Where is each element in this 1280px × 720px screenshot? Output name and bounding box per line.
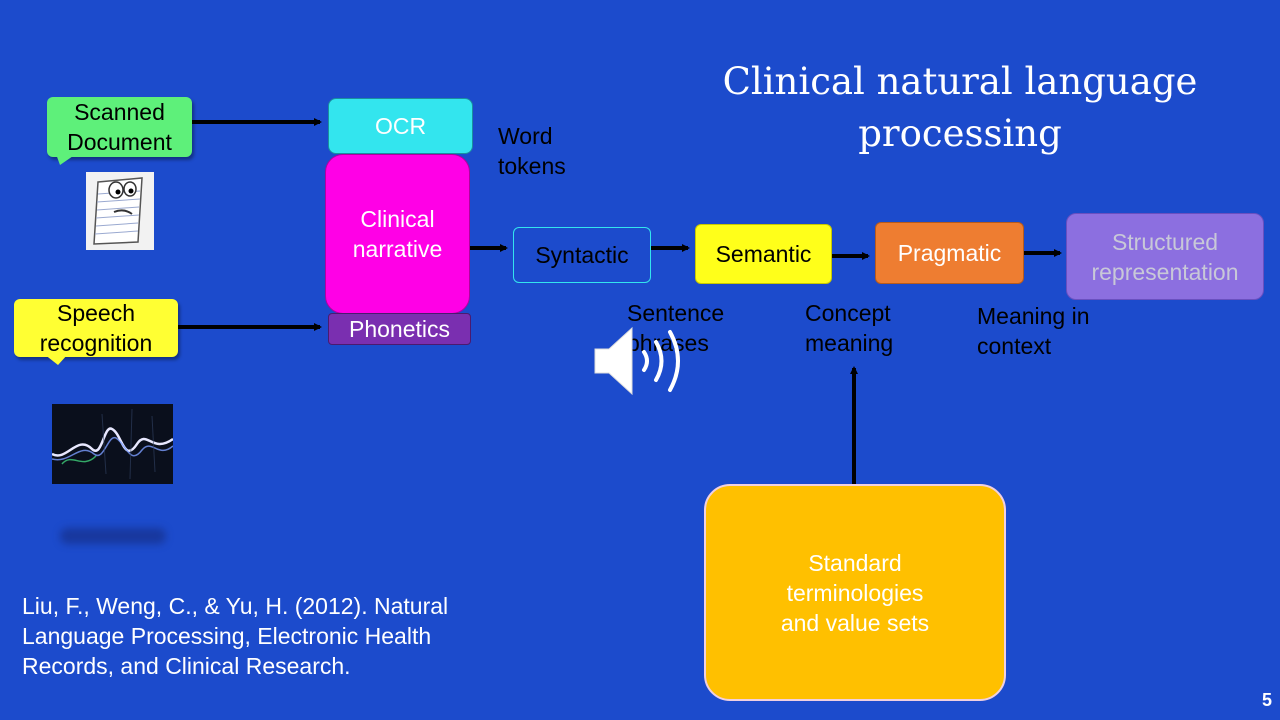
- structured-representation-box: Structured representation: [1066, 213, 1264, 300]
- speaker-icon[interactable]: [592, 324, 688, 398]
- scanned-document-callout: Scanned Document: [47, 97, 192, 157]
- concept-meaning-label: Concept meaning: [805, 300, 894, 356]
- speech-callout-pointer: [44, 354, 68, 365]
- phonetics-label: Phonetics: [348, 316, 450, 342]
- sentence-phrases-label: Sentence phrases: [627, 300, 725, 356]
- syntactic-label: Syntactic: [535, 242, 629, 268]
- standard-terminologies-label: Standard terminologies and value sets: [780, 549, 930, 636]
- sound-wave-image: [52, 404, 173, 484]
- phonetics-box: Phonetics: [328, 313, 471, 345]
- speech-recognition-callout: Speech recognition: [14, 299, 178, 357]
- scanned-document-label: Scanned Document: [67, 99, 172, 155]
- ocr-label: OCR: [374, 113, 427, 139]
- clinical-narrative-box: Clinical narrative: [325, 154, 470, 314]
- standard-terminologies-box: Standard terminologies and value sets: [704, 484, 1006, 701]
- clinical-narrative-label: Clinical narrative: [352, 206, 443, 262]
- speech-recognition-label: Speech recognition: [39, 300, 153, 356]
- pragmatic-label: Pragmatic: [897, 240, 1002, 266]
- semantic-box: Semantic: [695, 224, 832, 284]
- pragmatic-box: Pragmatic: [875, 222, 1024, 284]
- word-tokens-label: Word tokens: [498, 123, 566, 179]
- syntactic-box: Syntactic: [513, 227, 651, 283]
- structured-representation-label: Structured representation: [1091, 228, 1239, 285]
- semantic-label: Semantic: [715, 241, 812, 267]
- citation-text: Liu, F., Weng, C., & Yu, H. (2012). Natu…: [22, 593, 449, 679]
- ocr-box: OCR: [328, 98, 473, 154]
- scanned-callout-pointer: [56, 154, 76, 165]
- cartoon-document-icon: [86, 172, 154, 250]
- meaning-in-context-label: Meaning in context: [977, 303, 1090, 359]
- blurred-caption-shadow: [60, 528, 166, 544]
- slide-title: Clinical natural language processing: [722, 60, 1198, 155]
- page-number: 5: [1262, 690, 1273, 710]
